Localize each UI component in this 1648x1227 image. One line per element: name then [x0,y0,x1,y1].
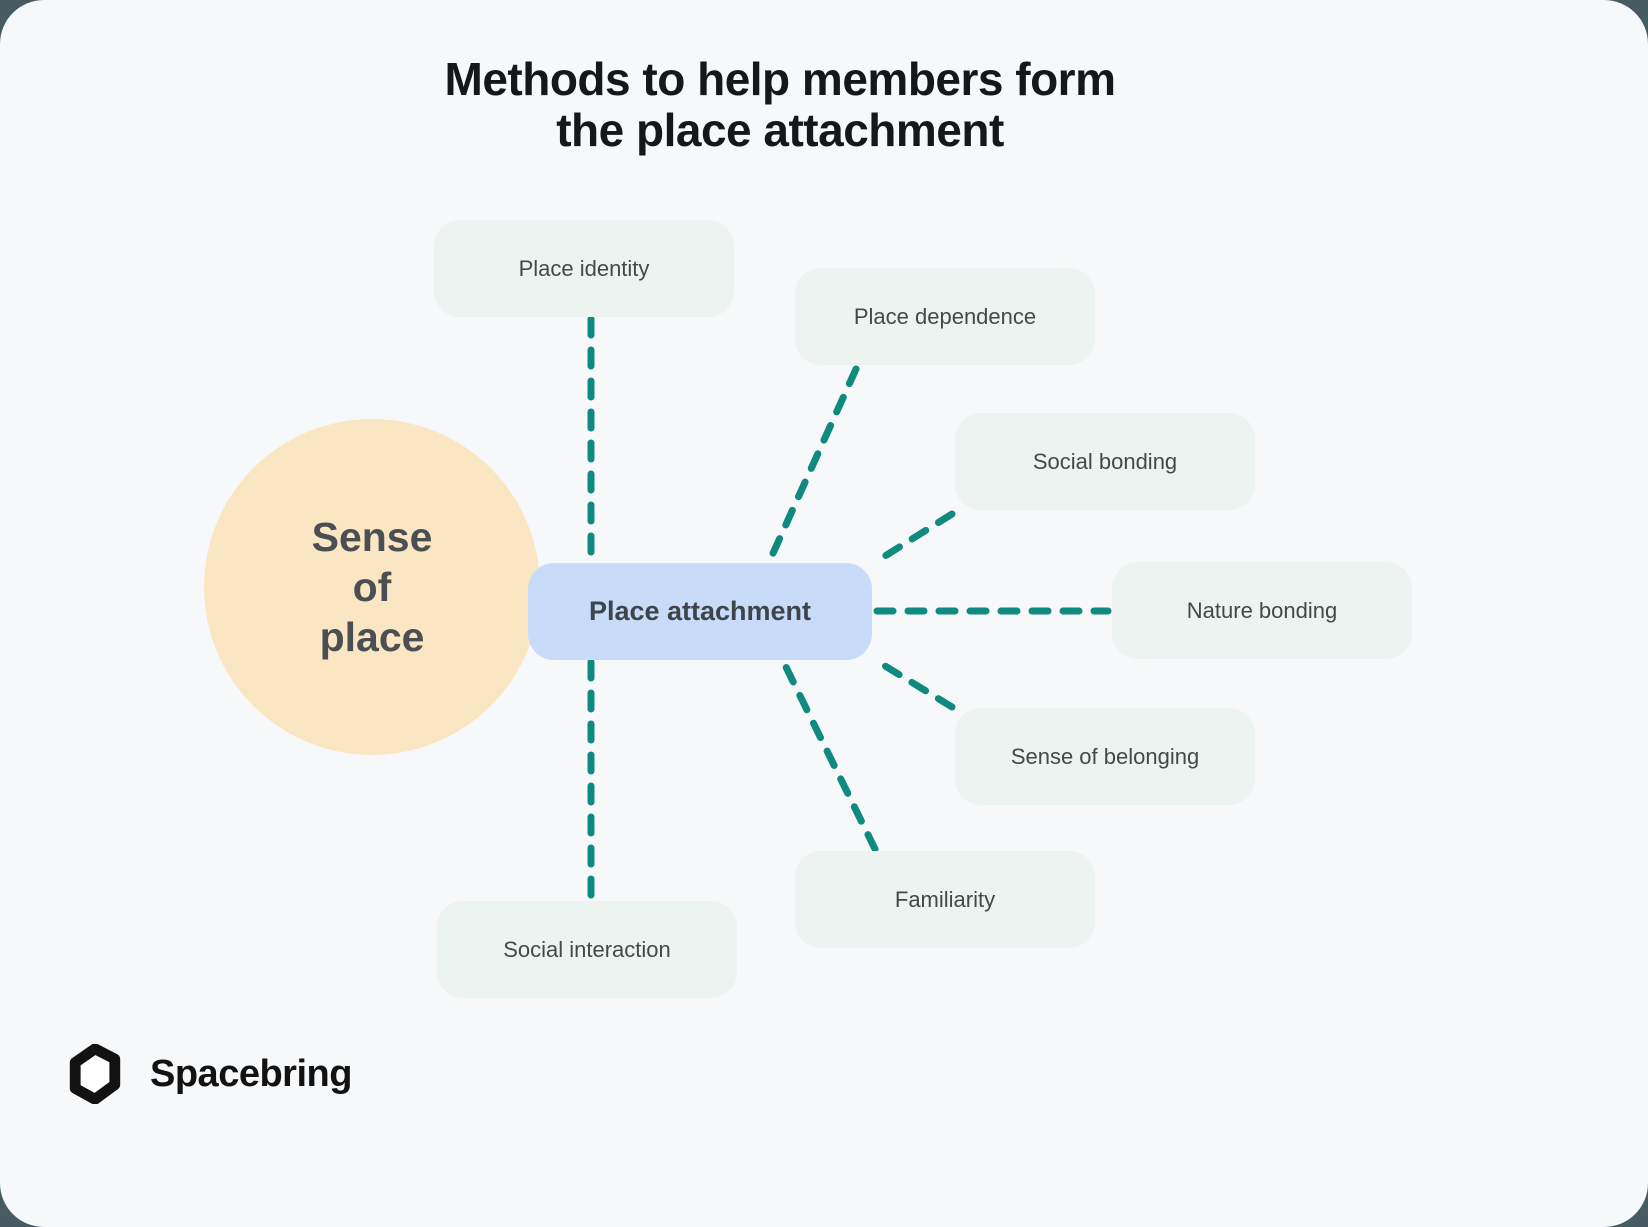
satellite-node-place-identity: Place identity [434,220,734,317]
hub-label-line1: Sense [311,513,433,560]
diagram-title-line2: the place attachment [556,103,1004,156]
spacebring-logo: Spacebring [66,1042,352,1106]
spacebring-logo-icon [69,1044,121,1104]
satellite-label: Familiarity [894,886,996,912]
satellite-node-social-bonding: Social bonding [955,413,1255,510]
satellite-node-nature-bonding: Nature bonding [1112,562,1412,659]
hub-circle-label: Sense of place [312,512,433,662]
satellite-node-place-dependence: Place dependence [795,268,1095,365]
connector-place-dependence [766,365,860,564]
diagram-title: Methods to help members form the place a… [330,54,1230,155]
satellite-label: Social bonding [1032,448,1178,474]
hub-label-line3: place [319,614,425,660]
center-node-label: Place attachment [588,596,812,626]
satellite-label: Nature bonding [1186,597,1338,623]
diagram-title-line1: Methods to help members form [444,53,1116,105]
spacebring-brand-text: Spacebring [150,1052,352,1095]
satellite-label: Sense of belonging [1010,743,1200,769]
satellite-label: Social interaction [503,936,671,962]
center-node-place-attachment: Place attachment [528,563,872,660]
satellite-node-social-interaction: Social interaction [437,901,737,998]
connector-social-bonding [873,510,956,565]
connector-familiarity [780,659,879,853]
hub-label-line2: of [352,563,392,610]
satellite-node-sense-of-belonging: Sense of belonging [955,708,1255,805]
satellite-label: Place identity [518,255,650,281]
satellite-node-familiarity: Familiarity [795,851,1095,948]
satellite-label: Place dependence [853,303,1037,329]
connector-sense-of-belonging [873,657,956,711]
hub-circle-sense-of-place: Sense of place [204,419,540,755]
